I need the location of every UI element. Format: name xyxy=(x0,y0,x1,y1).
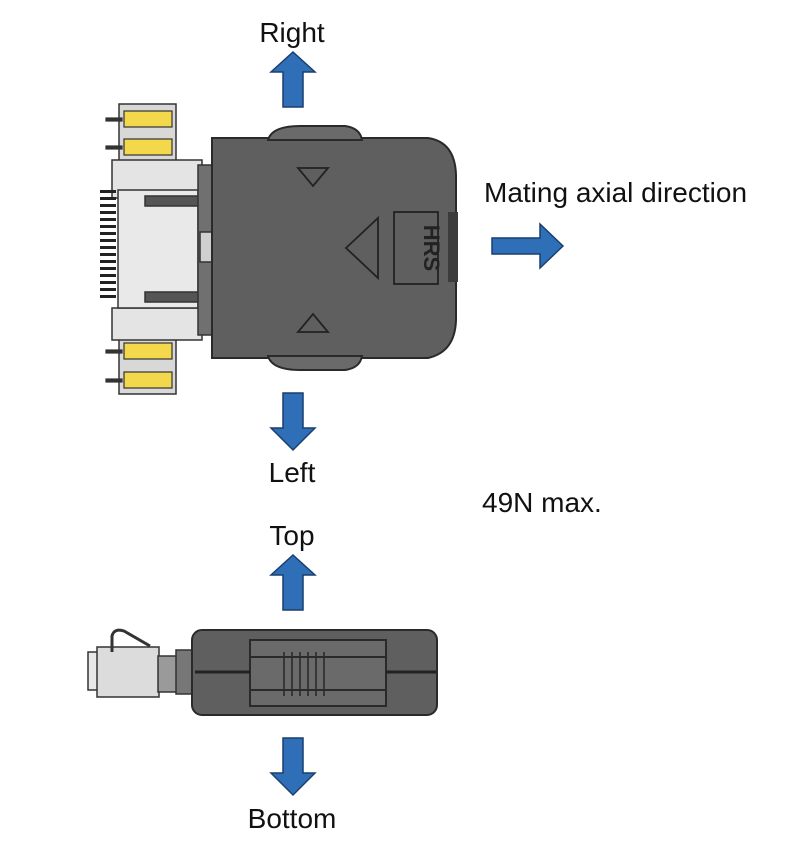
housing-nose xyxy=(448,212,458,282)
arrow-mating-icon xyxy=(491,222,565,270)
arrow-top-icon xyxy=(269,553,317,611)
arrow-right-icon xyxy=(269,50,317,108)
label-bottom: Bottom xyxy=(248,803,337,834)
side-grip xyxy=(283,652,325,696)
side-receptacle xyxy=(87,628,193,698)
label-right: Right xyxy=(259,17,325,48)
marker-down-icon xyxy=(296,167,330,188)
logo-text: HRS xyxy=(419,225,444,271)
side-center-band xyxy=(249,639,387,707)
label-mating-direction: Mating axial direction xyxy=(484,177,747,208)
label-left: Left xyxy=(269,457,316,488)
label-force: 49N max. xyxy=(482,487,602,518)
marker-up-icon xyxy=(296,312,330,333)
contacts xyxy=(105,110,173,389)
arrow-bottom-icon xyxy=(269,737,317,797)
marker-left-icon xyxy=(344,215,379,281)
arrow-left-icon xyxy=(269,392,317,452)
latch-top xyxy=(266,125,364,141)
plug-housing xyxy=(211,137,457,359)
latch-bottom xyxy=(266,355,364,371)
label-top: Top xyxy=(269,520,314,551)
connector-side-view xyxy=(87,628,438,716)
connector-top-view: HRS xyxy=(100,103,458,395)
hrs-logo: HRS xyxy=(393,211,444,285)
pin-comb xyxy=(100,190,116,298)
